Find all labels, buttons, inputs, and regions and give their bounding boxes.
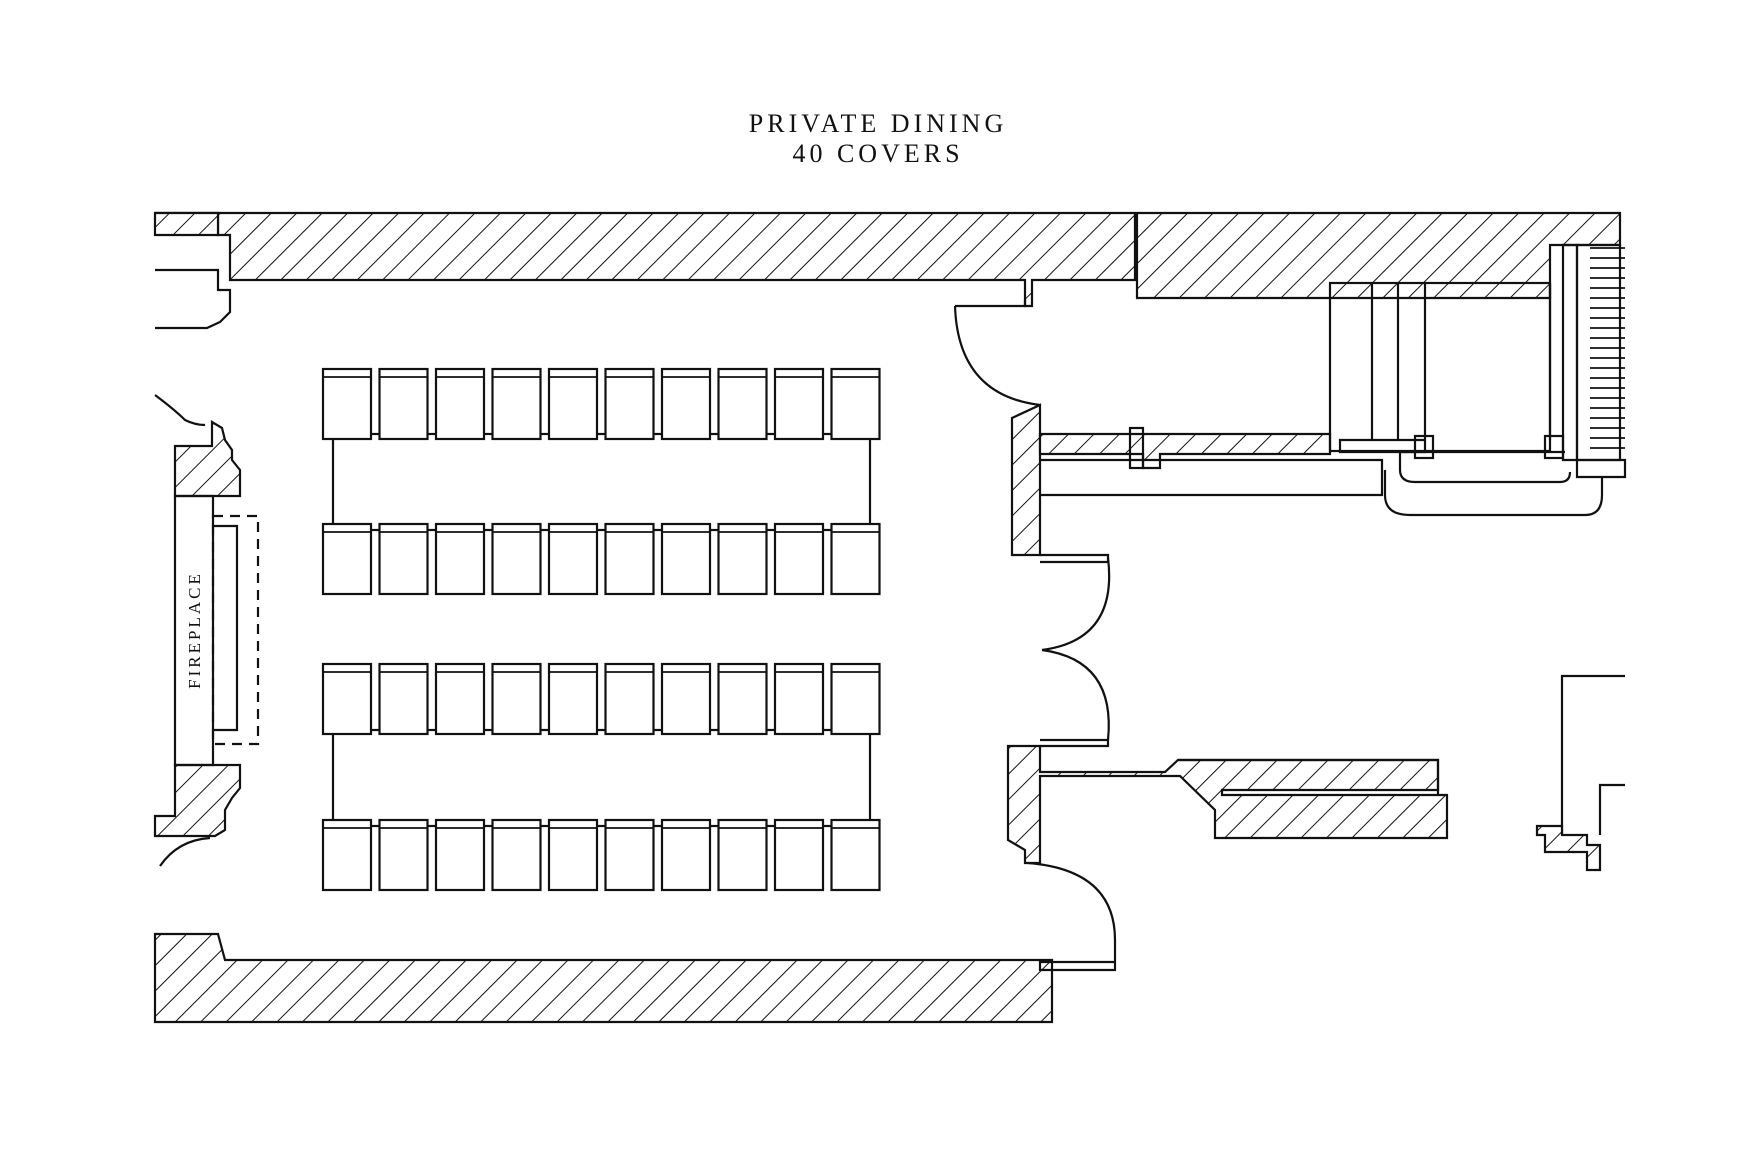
chair-seat xyxy=(604,818,655,892)
chair-seat xyxy=(773,662,825,736)
chair-seat xyxy=(660,367,712,441)
chair xyxy=(547,818,599,892)
chair-seat xyxy=(830,662,881,736)
chair-seat xyxy=(434,522,486,596)
chair xyxy=(434,367,486,441)
chair xyxy=(491,818,542,892)
chair xyxy=(547,522,599,596)
chair-seat xyxy=(321,522,373,596)
chair xyxy=(830,522,881,596)
chair-seat xyxy=(604,522,655,596)
chair xyxy=(717,367,768,441)
chair xyxy=(830,818,881,892)
chair-seat xyxy=(660,662,712,736)
chair xyxy=(604,522,655,596)
bottom-wall xyxy=(153,932,1054,1024)
chair-seat xyxy=(321,662,373,736)
table-upper xyxy=(331,432,872,532)
stair-treads xyxy=(1590,247,1625,449)
dining-tables xyxy=(331,432,872,828)
plan-subtitle: 40 COVERS xyxy=(792,139,963,168)
right-service-area xyxy=(1328,243,1627,872)
chair-seat xyxy=(434,662,486,736)
chair xyxy=(378,818,429,892)
chair xyxy=(604,662,655,736)
chair-seat xyxy=(830,522,881,596)
chair-seat xyxy=(378,367,429,441)
chair xyxy=(378,522,429,596)
chair-seat xyxy=(547,367,599,441)
chair xyxy=(717,818,768,892)
chair-seat xyxy=(660,522,712,596)
chair-seat xyxy=(321,818,373,892)
plan-title: PRIVATE DINING xyxy=(749,109,1007,138)
chair-seat xyxy=(660,818,712,892)
chair-seat xyxy=(773,818,825,892)
chair xyxy=(321,522,373,596)
chair-seat xyxy=(773,522,825,596)
chair-seat xyxy=(830,818,881,892)
chair-seat xyxy=(491,522,542,596)
central-partition xyxy=(953,300,1449,972)
chair xyxy=(830,367,881,441)
chair xyxy=(773,522,825,596)
chair xyxy=(660,367,712,441)
chair xyxy=(717,522,768,596)
left-wall: FIREPLACE xyxy=(153,394,260,867)
chair-seat xyxy=(717,367,768,441)
chair xyxy=(321,818,373,892)
chair-seat xyxy=(547,522,599,596)
chair xyxy=(434,662,486,736)
chair-seat xyxy=(547,818,599,892)
chair xyxy=(321,367,373,441)
chair xyxy=(773,367,825,441)
chair-seat xyxy=(434,367,486,441)
chairs xyxy=(321,367,881,892)
chair xyxy=(604,367,655,441)
chair xyxy=(378,662,429,736)
chair xyxy=(491,522,542,596)
chair-seat xyxy=(491,662,542,736)
chair-seat xyxy=(321,367,373,441)
chair-seat xyxy=(547,662,599,736)
chair xyxy=(547,662,599,736)
chair-seat xyxy=(717,662,768,736)
chair xyxy=(434,522,486,596)
chair-seat xyxy=(604,662,655,736)
chair xyxy=(604,818,655,892)
chair xyxy=(491,367,542,441)
chair-seat xyxy=(717,818,768,892)
chair xyxy=(660,662,712,736)
chair xyxy=(773,662,825,736)
chair-seat xyxy=(491,367,542,441)
table-lower xyxy=(331,728,872,828)
chair xyxy=(830,662,881,736)
chair xyxy=(660,818,712,892)
chair xyxy=(660,522,712,596)
chair xyxy=(378,367,429,441)
chair xyxy=(491,662,542,736)
chair-seat xyxy=(378,662,429,736)
chair xyxy=(717,662,768,736)
chair-seat xyxy=(830,367,881,441)
chair xyxy=(321,662,373,736)
top-wall xyxy=(153,211,1622,330)
chair-seat xyxy=(604,367,655,441)
chair xyxy=(434,818,486,892)
chair-seat xyxy=(491,818,542,892)
chair-seat xyxy=(717,522,768,596)
chair-seat xyxy=(378,522,429,596)
chair-seat xyxy=(434,818,486,892)
chair xyxy=(773,818,825,892)
fireplace-label: FIREPLACE xyxy=(185,571,204,689)
chair-seat xyxy=(378,818,429,892)
chair-seat xyxy=(773,367,825,441)
chair xyxy=(547,367,599,441)
